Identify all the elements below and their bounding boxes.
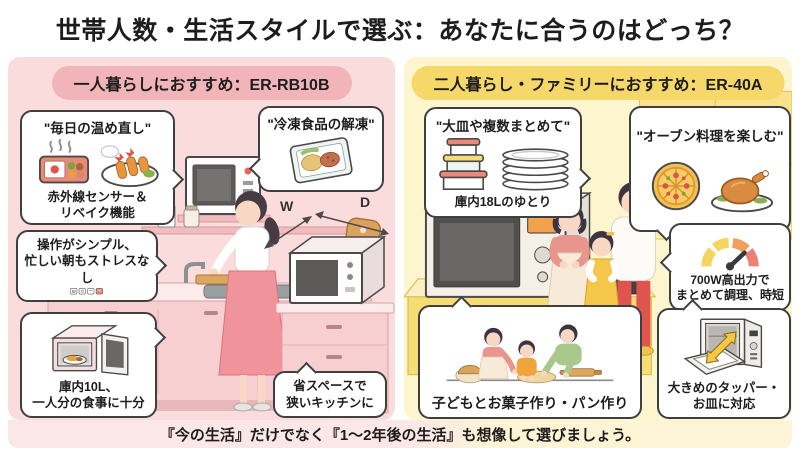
callout-batch-heating: "大皿や複数まとめて" bbox=[424, 107, 592, 218]
callout-text: 庫内10L、 一人分の食事に十分 bbox=[32, 379, 145, 410]
footer-band: 『今の生活』だけでなく『1〜2年後の生活』も想像して選びましょう。 bbox=[8, 420, 792, 448]
fried-shrimp-icon bbox=[100, 145, 159, 188]
width-label: W bbox=[280, 198, 294, 214]
callout-large-dishes: 大きめのタッパー・ お皿に対応 bbox=[657, 298, 791, 419]
roast-chicken-icon bbox=[710, 169, 773, 212]
containers-icon bbox=[439, 138, 488, 191]
left-panel-header: 一人暮らしにおすすめ：ER-RB10B bbox=[51, 66, 352, 100]
bento-icon bbox=[39, 138, 89, 184]
baking-scene bbox=[446, 324, 614, 384]
callout-title: "大皿や複数まとめて" bbox=[435, 119, 571, 135]
measured-microwave bbox=[287, 235, 387, 305]
containers-plates-icon bbox=[439, 138, 569, 191]
single-life-panel: 一人暮らしにおすすめ：ER-RB10B bbox=[8, 57, 395, 420]
plates-icon bbox=[502, 148, 569, 191]
callout-frozen-defrost: "冷凍食品の解凍" bbox=[248, 106, 384, 192]
callout-text: 700W高出力で まとめて調理、時短 bbox=[675, 272, 784, 303]
family-panel: 二人暮らし・ファミリーにおすすめ：ER-40A bbox=[404, 57, 792, 420]
dimension-arrows: W D bbox=[264, 194, 389, 249]
page-title: 世帯人数・生活スタイルで選ぶ：あなたに合うのはどっち？ bbox=[55, 17, 745, 45]
callout-daily-reheat: "毎日の温め直し" bbox=[20, 110, 185, 225]
callout-title: "冷凍食品の解凍" bbox=[267, 117, 375, 132]
callout-capacity-10l: 庫内10L、 一人分の食事に十分 bbox=[20, 312, 167, 418]
callout-caption: 庫内18Lのゆとり bbox=[454, 194, 552, 209]
open-microwave-icon bbox=[50, 325, 128, 376]
callout-oven-cooking: "オーブン料理を楽しむ" bbox=[629, 106, 791, 242]
callout-title: "毎日の温め直し" bbox=[43, 121, 152, 136]
callout-text: 操作がシンプル、 忙しい朝もストレスなし bbox=[24, 238, 150, 285]
callout-caption: 赤外線センサー＆ リベイク機能 bbox=[47, 190, 148, 221]
control-buttons-icon bbox=[70, 287, 103, 295]
callout-text: 省スペースで 狭いキッチンに bbox=[286, 379, 374, 410]
callout-simple-operation: 操作がシンプル、 忙しい朝もストレスなし bbox=[16, 230, 168, 302]
callout-text: 大きめのタッパー・ お皿に対応 bbox=[667, 380, 781, 411]
mother-figure bbox=[547, 203, 593, 358]
callout-baking-with-kids: 子どもとお菓子作り・パン作り bbox=[418, 295, 642, 419]
woman-figure bbox=[195, 191, 288, 412]
right-panel-header: 二人暮らし・ファミリーにおすすめ：ER-40A bbox=[411, 66, 785, 100]
gauge-icon bbox=[701, 237, 759, 271]
callout-title: "オーブン料理を楽しむ" bbox=[636, 129, 784, 145]
callout-high-power: 700W高出力で まとめて調理、時短 bbox=[659, 223, 791, 311]
pizza-icon bbox=[651, 161, 700, 210]
footer-note: 『今の生活』だけでなく『1〜2年後の生活』も想像して選びましょう。 bbox=[159, 426, 641, 444]
oven-tray-icon bbox=[683, 318, 763, 376]
callout-text: 子どもとお菓子作り・パン作り bbox=[431, 394, 629, 411]
callout-space-saving: 省スペースで 狭いキッチンに bbox=[273, 361, 387, 418]
frozen-food-icon bbox=[289, 137, 353, 184]
depth-label: D bbox=[360, 194, 370, 210]
